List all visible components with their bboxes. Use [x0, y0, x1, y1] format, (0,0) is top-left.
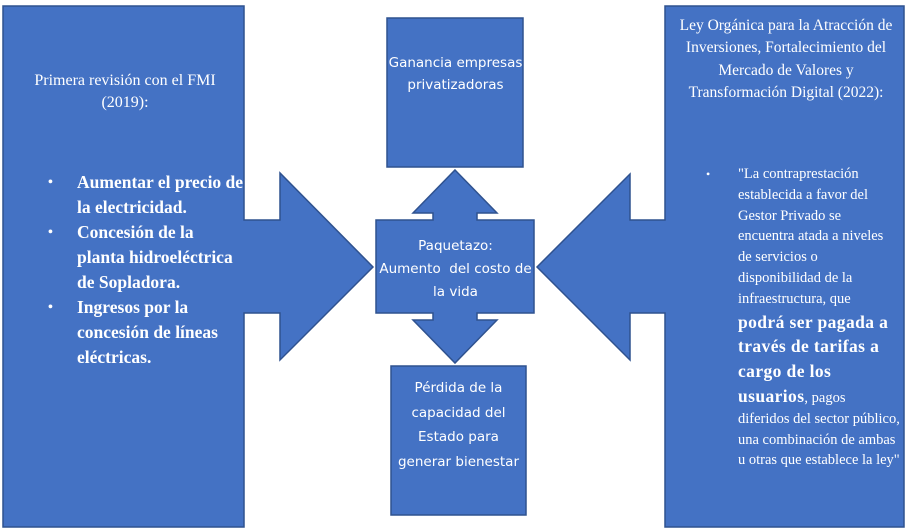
bottom-box-text: Pérdida de la capacidad del Estado para … — [397, 380, 520, 470]
right-panel-title: Ley Orgánica para la Atracción de Invers… — [679, 17, 893, 101]
right-callout-arrow-shape — [535, 5, 905, 528]
bullet-icon: • — [706, 167, 711, 181]
left-bullet-item: • Ingresos por la concesión de líneas el… — [40, 295, 245, 370]
center-box-subtext: Aumento del costo de la vida — [379, 261, 536, 300]
bottom-box-shape — [390, 365, 527, 516]
center-box-text: Paquetazo: Aumento del costo de la vida — [377, 235, 534, 304]
left-panel-bullet-list: • Aumentar el precio de la electricidad.… — [40, 170, 245, 370]
center-up-down-callout-shape — [375, 168, 535, 365]
right-bullet-text-part2: , pagos diferidos del sector público, un… — [738, 389, 900, 469]
top-box-shape — [386, 17, 524, 168]
right-panel-bullet-list: • "La contraprestación establecida a fav… — [700, 164, 900, 471]
left-bullet-text: Ingresos por la concesión de líneas eléc… — [77, 297, 218, 367]
left-callout-arrow-shape — [2, 5, 375, 528]
left-panel-title: Primera revisión con el FMI (2019): — [34, 72, 216, 111]
bullet-icon: • — [48, 225, 53, 240]
left-bullet-text: Aumentar el precio de la electricidad. — [77, 172, 244, 217]
top-box-text: Ganancia empresas privatizadoras — [388, 55, 523, 93]
right-bullet-text-part1: "La contraprestación establecida a favor… — [738, 166, 884, 307]
bullet-icon: • — [48, 300, 53, 315]
left-bullet-item: • Aumentar el precio de la electricidad. — [40, 170, 245, 220]
right-bullet-text-bold: podrá ser pagada a través de tarifas a c… — [738, 311, 889, 406]
bullet-icon: • — [48, 175, 53, 190]
center-box-heading: Paquetazo: — [418, 238, 493, 254]
left-bullet-text: Concesión de la planta hidroeléctrica de… — [77, 222, 233, 292]
left-bullet-item: • Concesión de la planta hidroeléctrica … — [40, 220, 245, 295]
right-bullet-item: • "La contraprestación establecida a fav… — [700, 164, 900, 471]
